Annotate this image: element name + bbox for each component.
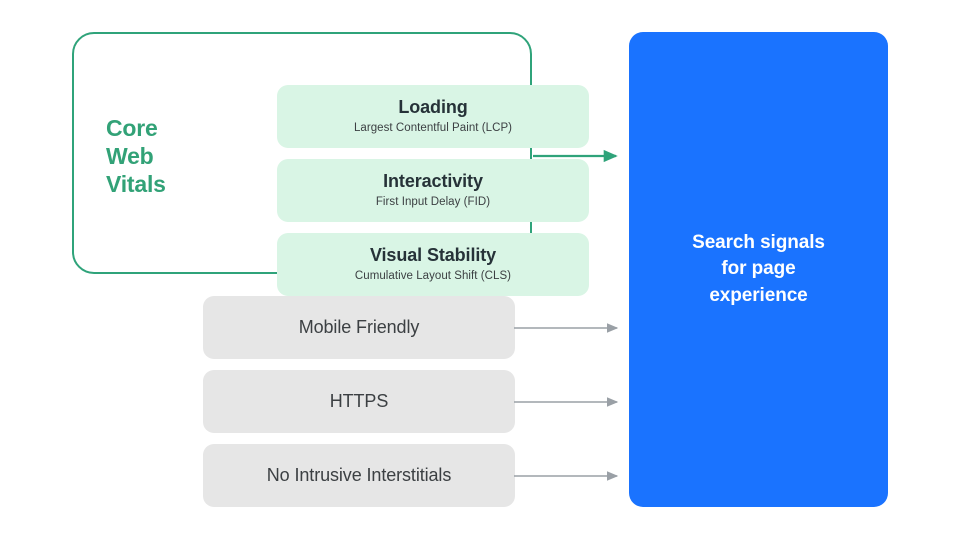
core-web-vitals-group-label: Core Web Vitals bbox=[106, 114, 202, 198]
vital-card-subtitle: Largest Contentful Paint (LCP) bbox=[353, 121, 513, 134]
vital-card-title: Loading bbox=[398, 97, 468, 118]
signal-box-https[interactable]: HTTPS bbox=[203, 370, 515, 433]
vital-card-subtitle: First Input Delay (FID) bbox=[375, 195, 491, 208]
core-web-vitals-label-line-3: Vitals bbox=[106, 171, 166, 198]
search-signals-label: Search signals for page experience bbox=[692, 232, 825, 306]
signal-box-label: HTTPS bbox=[329, 391, 389, 411]
core-web-vitals-group: Core Web Vitals Loading Largest Contentf… bbox=[72, 32, 589, 296]
vital-card-loading[interactable]: Loading Largest Contentful Paint (LCP) bbox=[277, 85, 589, 148]
core-web-vitals-label-line-2: Web bbox=[106, 143, 154, 170]
signal-box-label: No Intrusive Interstitials bbox=[266, 465, 452, 485]
signal-box-label: Mobile Friendly bbox=[298, 317, 420, 337]
vital-card-subtitle: Cumulative Layout Shift (CLS) bbox=[354, 269, 512, 282]
signal-box-no-intrusive-interstitials[interactable]: No Intrusive Interstitials bbox=[203, 444, 515, 507]
vital-card-interactivity[interactable]: Interactivity First Input Delay (FID) bbox=[277, 159, 589, 222]
core-web-vitals-label-line-1: Core bbox=[106, 115, 158, 141]
vital-card-title: Visual Stability bbox=[369, 245, 497, 266]
search-signals-box[interactable]: Search signals for page experience bbox=[629, 32, 888, 507]
vital-card-title: Interactivity bbox=[383, 171, 483, 192]
signal-box-mobile-friendly[interactable]: Mobile Friendly bbox=[203, 296, 515, 359]
vital-card-visual-stability[interactable]: Visual Stability Cumulative Layout Shift… bbox=[277, 233, 589, 296]
